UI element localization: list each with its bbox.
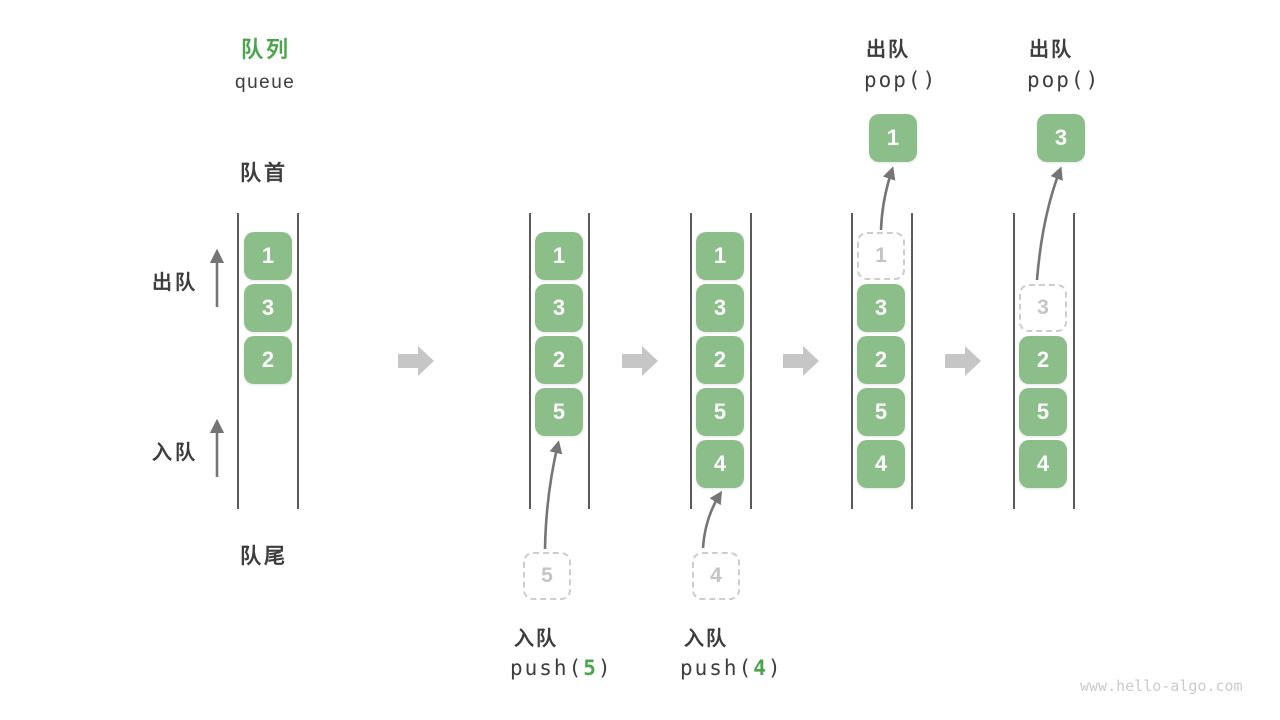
queue-element: 3 [535,284,583,332]
queue-wall [851,213,853,509]
enqueue-op-label: 入队 [684,628,728,650]
up-arrow-icon [209,248,225,307]
dequeue-arrow-icon [1035,166,1063,281]
queue-element: 5 [1019,388,1067,436]
step-right-arrow-icon [783,346,819,376]
enqueue-arrow-icon [701,490,723,549]
popped-element: 1 [869,114,917,162]
queue-element: 5 [857,388,905,436]
queue-element: 5 [535,388,583,436]
enqueue-op-code: push(4) [680,656,783,680]
step-right-arrow-icon [945,346,981,376]
enqueue-arrow-icon [543,440,563,550]
dequeue-op-code: pop() [864,68,938,92]
enqueue-op-label: 入队 [514,628,558,650]
diagram-title-zh: 队列 [241,37,292,62]
code-arg: 4 [753,656,768,680]
queue-wall [1073,213,1075,509]
queue-element: 4 [857,440,905,488]
queue-wall [911,213,913,509]
queue-wall [529,213,531,509]
code-fn: push( [680,656,754,680]
queue-wall [690,213,692,509]
queue-element: 4 [1019,440,1067,488]
queue-element: 2 [535,336,583,384]
watermark: www.hello-algo.com [1080,677,1243,695]
queue-element: 3 [244,284,292,332]
removed-element-slot: 3 [1019,284,1067,332]
step-right-arrow-icon [398,346,434,376]
queue-element: 2 [696,336,744,384]
dequeue-arrow-icon [879,166,896,231]
queue-element: 2 [857,336,905,384]
queue-element: 2 [244,336,292,384]
queue-element: 1 [696,232,744,280]
queue-element: 3 [696,284,744,332]
enqueue-op-code: push(5) [510,656,613,680]
staged-element: 4 [692,552,740,600]
removed-element-slot: 1 [857,232,905,280]
dequeue-direction-label: 出队 [152,272,198,294]
diagram-title-en: queue [235,72,296,93]
queue-element: 3 [857,284,905,332]
queue-wall [297,213,299,509]
queue-front-label: 队首 [240,162,288,185]
staged-element: 5 [523,552,571,600]
code-close: ) [767,656,783,680]
enqueue-direction-label: 入队 [152,442,198,464]
code-fn: push( [510,656,584,680]
up-arrow-icon [209,418,225,477]
dequeue-op-label: 出队 [1029,39,1073,61]
queue-element: 2 [1019,336,1067,384]
dequeue-op-label: 出队 [866,39,910,61]
queue-wall [588,213,590,509]
step-right-arrow-icon [622,346,658,376]
dequeue-op-code: pop() [1027,68,1101,92]
queue-element: 1 [535,232,583,280]
queue-element: 4 [696,440,744,488]
queue-element: 5 [696,388,744,436]
queue-wall [750,213,752,509]
queue-wall [1013,213,1015,509]
queue-element: 1 [244,232,292,280]
code-close: ) [597,656,613,680]
code-arg: 5 [583,656,598,680]
queue-wall [237,213,239,509]
queue-rear-label: 队尾 [240,545,288,568]
popped-element: 3 [1037,114,1085,162]
